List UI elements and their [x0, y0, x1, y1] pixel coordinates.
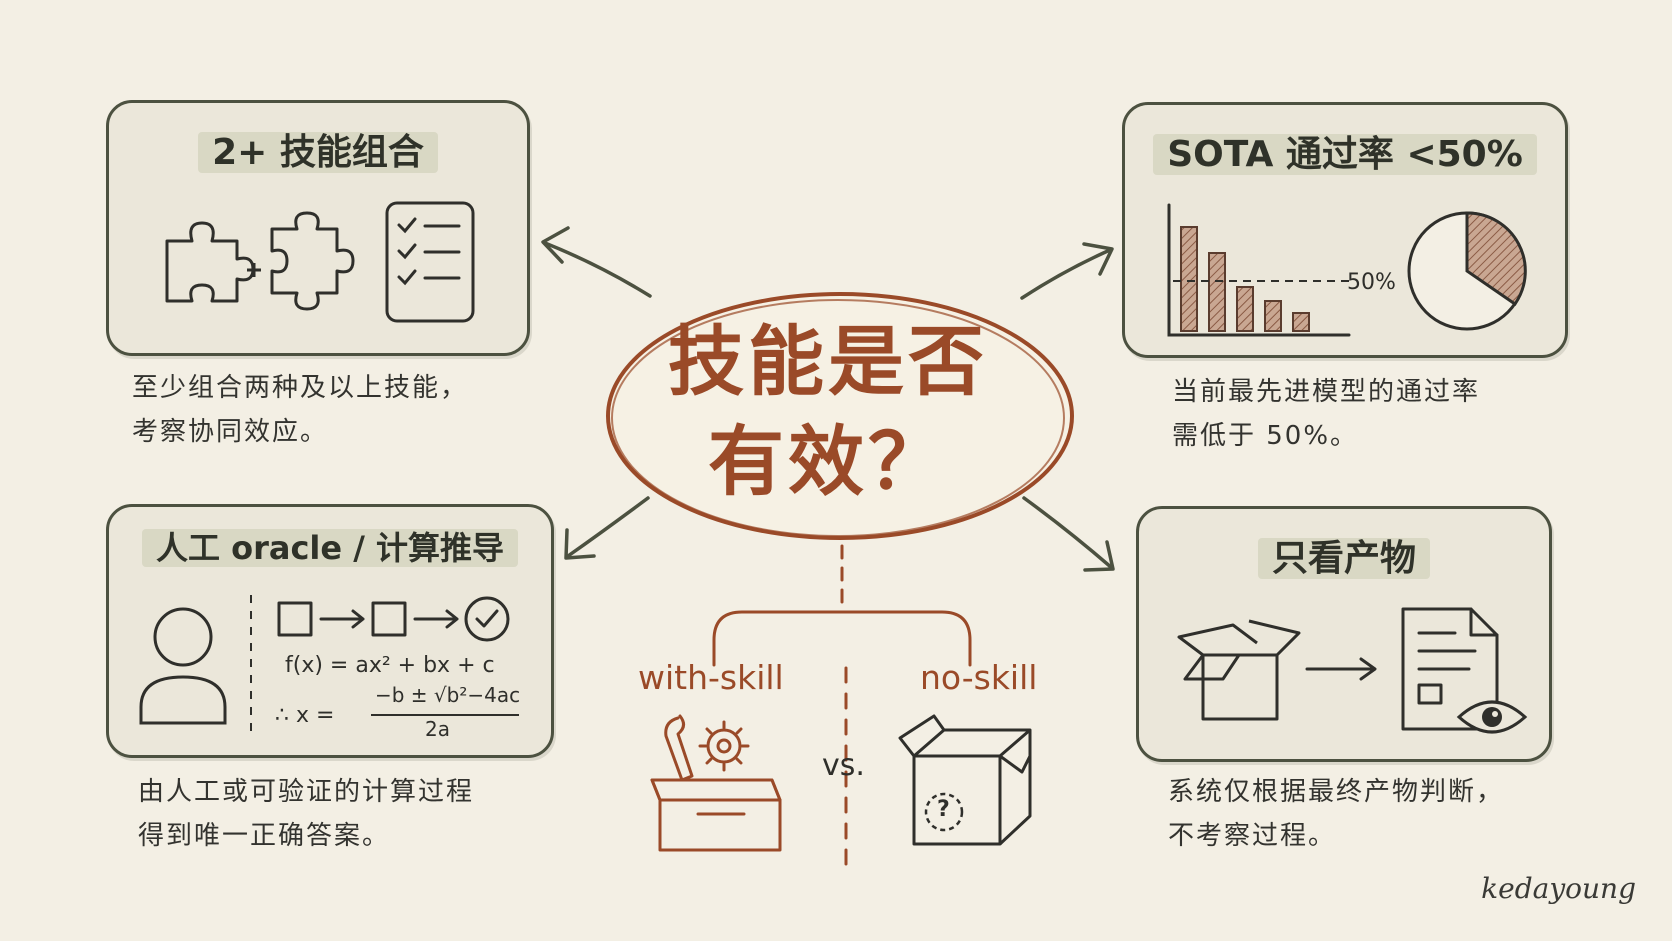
- no-skill-label: no-skill: [920, 658, 1038, 697]
- formula-solution-prefix: ∴ x =: [275, 703, 335, 728]
- card-sota-pass-rate: SOTA 通过率 <50% 50%: [1122, 102, 1568, 358]
- card-title: 只看产物: [1139, 529, 1549, 581]
- caption-line: 得到唯一正确答案。: [138, 821, 391, 851]
- with-skill-label: with-skill: [638, 658, 784, 697]
- chart-50-percent-label: 50%: [1347, 270, 1396, 295]
- caption-skill-combination: 至少组合两种及以上技能， 考察协同效应。: [132, 366, 468, 454]
- flow-to-check-icon: [277, 596, 510, 642]
- fraction-bar: [371, 714, 519, 716]
- eye-icon: [1456, 700, 1528, 734]
- caption-line: 考察协同效应。: [132, 417, 329, 447]
- author-signature: kedayoung: [1481, 872, 1636, 905]
- caption-line: 由人工或可验证的计算过程: [138, 777, 475, 807]
- caption-artifact-only: 系统仅根据最终产物判断， 不考察过程。: [1168, 770, 1504, 858]
- caption-sota-pass-rate: 当前最先进模型的通过率 需低于 50%。: [1172, 370, 1480, 458]
- arrow-right-icon: [1305, 657, 1377, 681]
- formula-solution-numerator: −b ± √b²−4ac: [375, 683, 521, 707]
- card-title-text: 人工 oracle / 计算推导: [141, 529, 519, 567]
- card-oracle-derivation: 人工 oracle / 计算推导 f(x) = ax² + bx + c ∴ x…: [106, 504, 554, 758]
- center-question: 技能是否 有效？: [608, 312, 1048, 512]
- bar-chart-icon: [1167, 203, 1351, 337]
- person-icon: [139, 607, 227, 725]
- card-title: 2+ 技能组合: [109, 123, 527, 175]
- toolbox-icon: [650, 714, 782, 852]
- card-artifact-only: 只看产物: [1136, 506, 1552, 762]
- card-title-text: 只看产物: [1257, 538, 1430, 579]
- caption-line: 系统仅根据最终产物判断，: [1168, 777, 1505, 807]
- center-ellipse: [606, 292, 1074, 540]
- caption-line: 当前最先进模型的通过率: [1172, 377, 1481, 407]
- open-box-icon: [1177, 619, 1301, 721]
- document-icon: [1401, 607, 1499, 731]
- card-title-text: 2+ 技能组合: [198, 132, 438, 173]
- caption-oracle-derivation: 由人工或可验证的计算过程 得到唯一正确答案。: [138, 770, 474, 858]
- formula-quadratic: f(x) = ax² + bx + c: [285, 653, 495, 678]
- versus-label: vs.: [822, 748, 865, 783]
- card-title-text: SOTA 通过率 <50%: [1153, 134, 1537, 175]
- card-skill-combination: 2+ 技能组合: [106, 100, 530, 356]
- question-mark: ?: [937, 797, 950, 822]
- mystery-box-icon: [898, 714, 1032, 846]
- caption-line: 需低于 50%。: [1172, 421, 1359, 451]
- formula-solution-denominator: 2a: [425, 717, 450, 741]
- card-title: SOTA 通过率 <50%: [1125, 125, 1565, 177]
- puzzle-icon: [165, 211, 355, 311]
- caption-line: 不考察过程。: [1168, 821, 1337, 851]
- checklist-icon: [385, 201, 475, 323]
- card-title: 人工 oracle / 计算推导: [109, 523, 551, 569]
- divider-dashed: [250, 595, 252, 735]
- center-line-2: 有效？: [708, 417, 948, 506]
- caption-line: 至少组合两种及以上技能，: [132, 373, 469, 403]
- center-line-1: 技能是否: [668, 317, 988, 406]
- pie-chart-icon: [1407, 211, 1527, 331]
